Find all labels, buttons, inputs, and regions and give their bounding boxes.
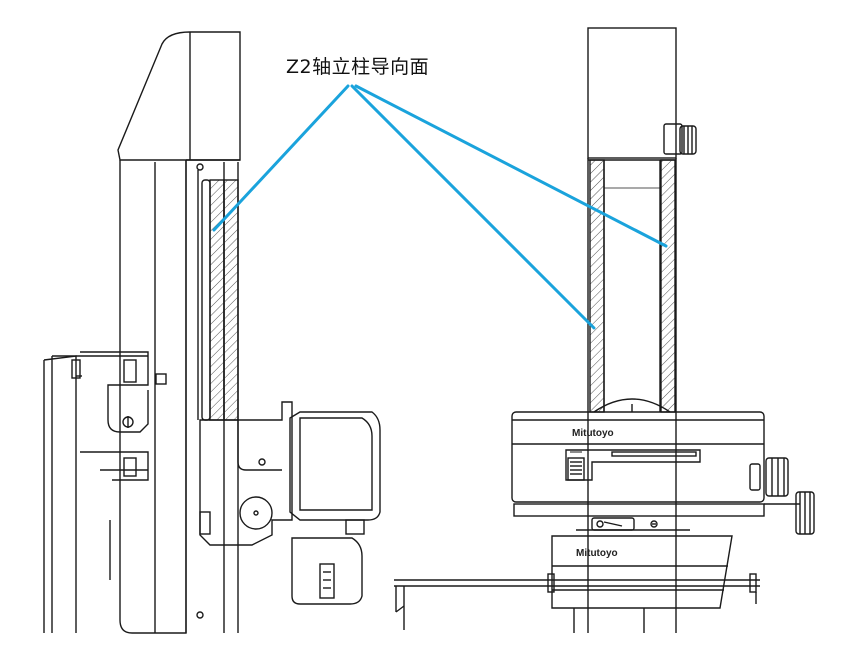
leader-line-center <box>350 84 596 330</box>
right-column-head <box>587 27 677 159</box>
lower-brand-label: Mitutoyo <box>576 548 618 559</box>
right-side-knob <box>765 457 789 497</box>
right-head-knob-base <box>663 123 683 155</box>
right-carriage-base <box>513 503 765 517</box>
leader-line-right <box>354 84 668 248</box>
right-carriage <box>511 411 765 503</box>
left-lower-probe <box>291 537 363 605</box>
right-lower-unit <box>551 535 733 609</box>
left-upper-bracket <box>80 351 149 433</box>
left-rear-cover <box>43 355 77 633</box>
upper-brand-label: Mitutoyo <box>572 428 614 439</box>
right-carriage-dome <box>593 398 671 413</box>
left-column-head <box>117 31 241 161</box>
right-readout-slot <box>565 449 701 481</box>
right-front-view <box>394 27 815 633</box>
right-guide-surface-left <box>589 159 605 413</box>
left-carriage-disc <box>239 496 273 530</box>
left-probe-housing <box>289 411 381 521</box>
leader-line-left <box>212 84 350 232</box>
right-adjust-wheel <box>567 457 585 481</box>
left-column-body <box>119 160 187 634</box>
left-probe-connector <box>319 563 335 599</box>
callout-leaders <box>212 84 668 330</box>
left-guide-surface <box>209 179 225 421</box>
callout-label: Z2轴立柱导向面 <box>286 56 430 78</box>
right-guide-surface-right <box>660 159 676 413</box>
left-lower-bracket <box>80 451 149 481</box>
left-side-view <box>43 31 381 634</box>
left-carriage <box>199 401 293 546</box>
